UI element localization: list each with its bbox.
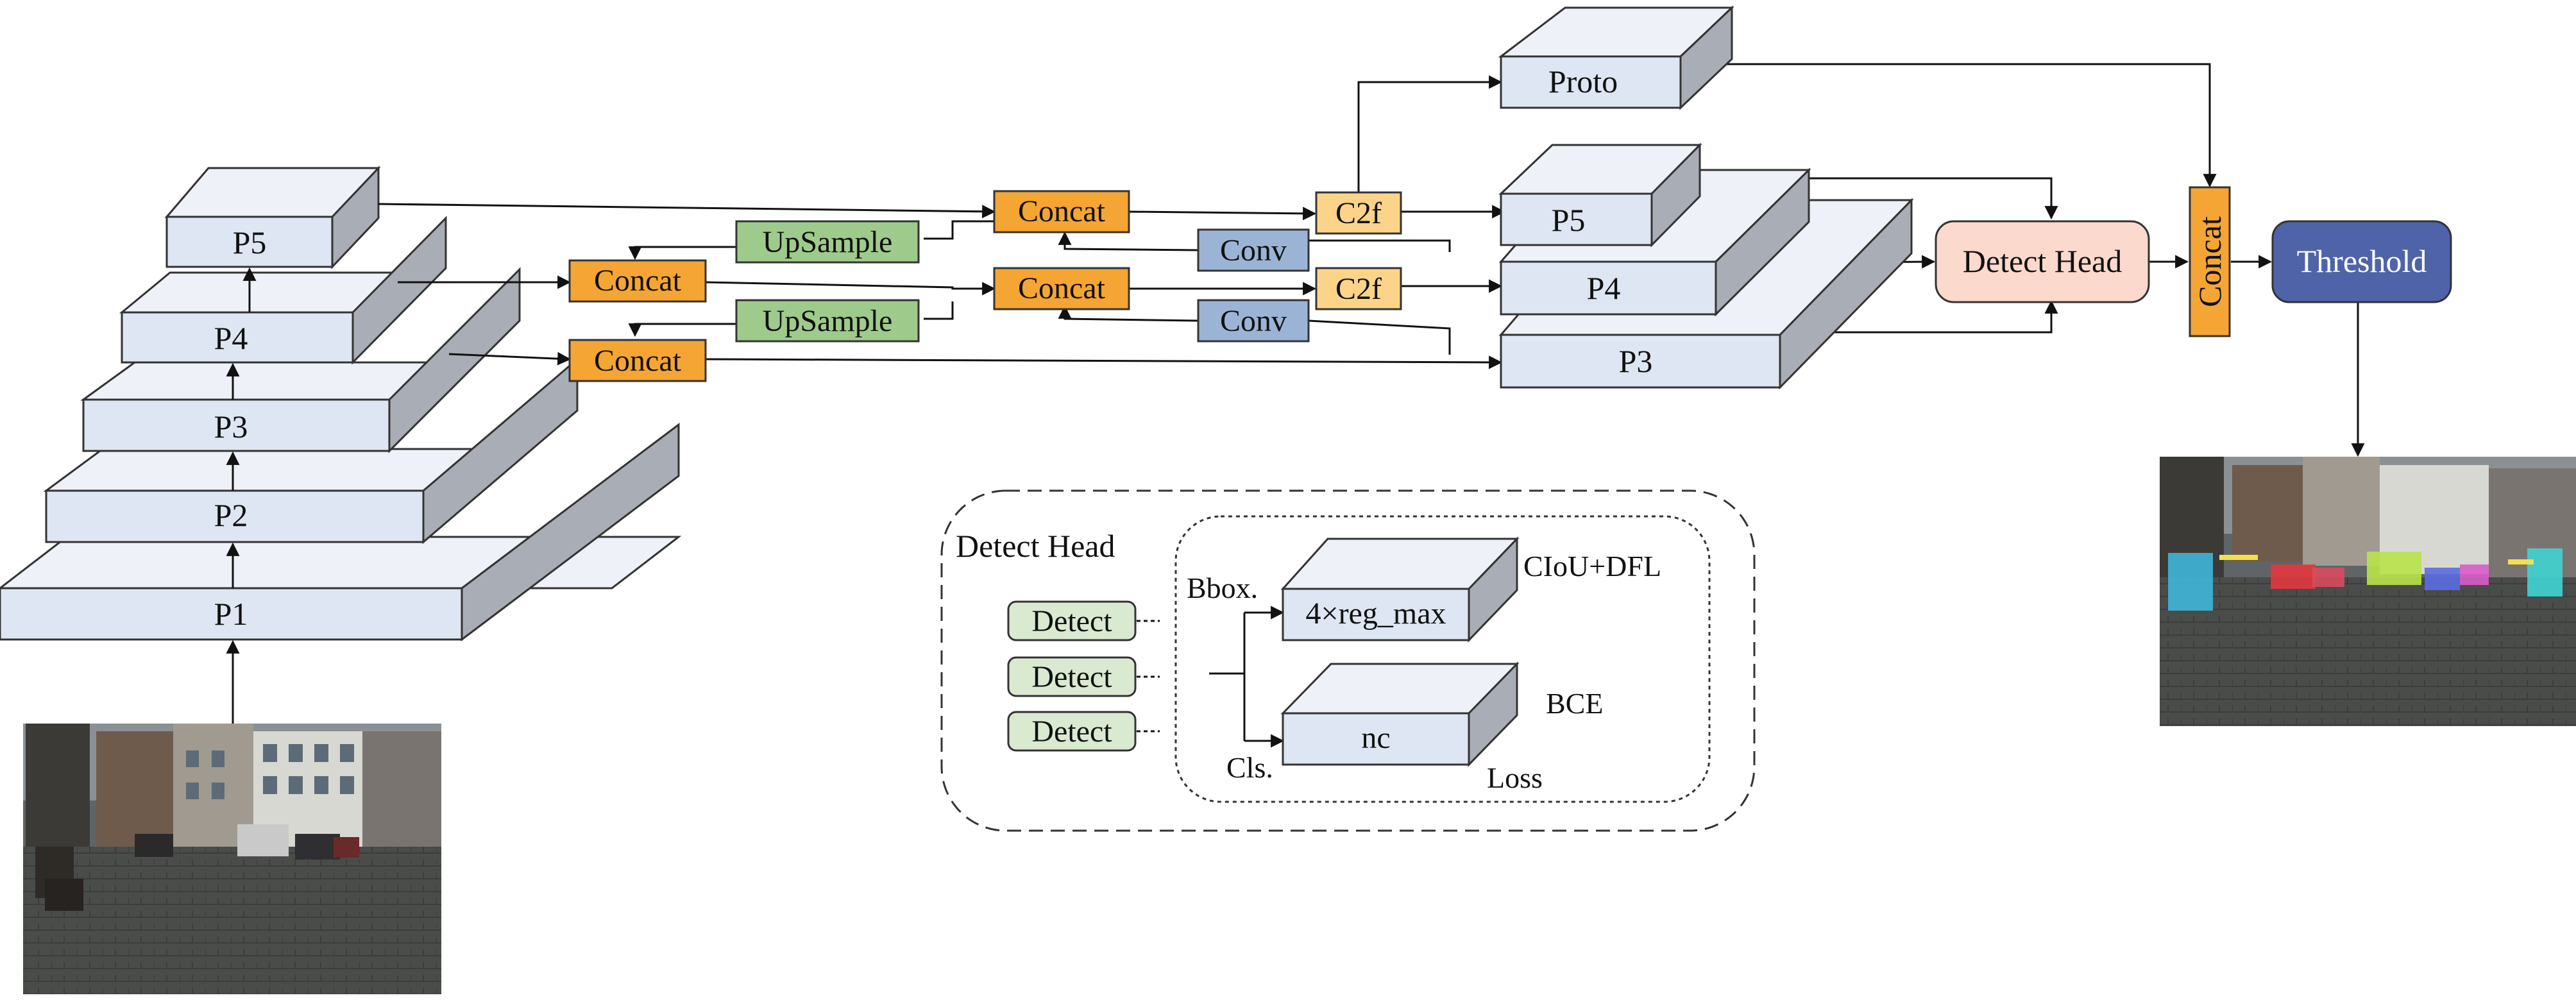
upsample-top: UpSample	[735, 220, 920, 264]
detect-small-1-label: Detect	[1031, 604, 1112, 638]
concat-top-mid-label: Concat	[1018, 194, 1106, 228]
p5-label: P5	[233, 225, 267, 260]
concat-mid-left-label: Concat	[594, 264, 682, 298]
concat-vertical-label: Concat	[2192, 216, 2228, 307]
c2f-bottom: C2f	[1315, 267, 1402, 310]
c2f-top-label: C2f	[1335, 196, 1382, 230]
detail-connectors	[1137, 606, 1285, 748]
head-p4-label: P4	[1587, 270, 1621, 306]
p2-block: P2	[43, 357, 579, 545]
nc-label: nc	[1361, 721, 1390, 755]
reg-max-label: 4×reg_max	[1306, 597, 1446, 631]
p2-label: P2	[214, 497, 248, 533]
concat-bottom-left-label: Concat	[594, 344, 682, 378]
concat-mid-mid-label: Concat	[1018, 271, 1106, 305]
p4-block: P4	[119, 216, 447, 365]
concat-mid-left: Concat	[568, 259, 707, 303]
concat-vertical: Concat	[2189, 186, 2231, 337]
loss-label: Loss	[1487, 761, 1543, 794]
output-segmented-image	[2160, 457, 2576, 726]
p1-label: P1	[214, 596, 248, 632]
p3-block: P3	[80, 267, 521, 453]
bbox-label: Bbox.	[1187, 572, 1258, 604]
c2f-top: C2f	[1315, 191, 1402, 235]
head-p3-label: P3	[1619, 343, 1653, 379]
conv-bottom: Conv	[1197, 299, 1310, 343]
detect-head-label: Detect Head	[1963, 243, 2122, 279]
detect-head-detail-panel: Detect Head Detect Detect Detect Bbox. C…	[940, 489, 1756, 832]
backbone-arrows	[226, 267, 257, 724]
detect-small-2: Detect	[1007, 656, 1137, 697]
reg-max-block: 4×reg_max	[1280, 536, 1520, 643]
threshold-box: Threshold	[2271, 220, 2452, 303]
detect-small-3-label: Detect	[1031, 715, 1112, 749]
head-p5-label: P5	[1552, 202, 1586, 238]
backbone-pyramid: P1 P2 P3 P4 P5	[0, 165, 682, 724]
detail-title: Detect Head	[956, 528, 1115, 564]
upsample-bottom: UpSample	[735, 299, 920, 343]
conv-bottom-label: Conv	[1220, 304, 1287, 338]
neck-connectors	[378, 63, 2365, 457]
p4-label: P4	[214, 320, 248, 356]
nc-block: nc	[1280, 661, 1520, 767]
threshold-label: Threshold	[2297, 243, 2427, 279]
proto-label: Proto	[1548, 64, 1618, 99]
head-p5-block: P5	[1498, 142, 1702, 248]
p3-label: P3	[214, 409, 248, 445]
conv-top: Conv	[1197, 228, 1310, 272]
input-street-image	[23, 724, 441, 994]
c2f-bottom-label: C2f	[1335, 272, 1382, 306]
detect-small-1: Detect	[1007, 600, 1137, 641]
cls-label: Cls.	[1226, 751, 1273, 784]
p1-block: P1	[0, 422, 682, 642]
bce-label: BCE	[1546, 687, 1603, 720]
p5-block: P5	[164, 165, 381, 269]
concat-bottom-left: Concat	[568, 339, 707, 382]
ciou-dfl-label: CIoU+DFL	[1523, 550, 1661, 582]
proto-block: Proto	[1498, 5, 1734, 110]
concat-mid-mid: Concat	[993, 267, 1130, 310]
detect-small-3: Detect	[1007, 711, 1137, 752]
conv-top-label: Conv	[1220, 233, 1287, 267]
detect-head-box: Detect Head	[1935, 220, 2150, 303]
upsample-top-label: UpSample	[763, 225, 893, 259]
detect-small-2-label: Detect	[1031, 660, 1112, 694]
upsample-bottom-label: UpSample	[763, 304, 893, 338]
concat-top-mid: Concat	[993, 190, 1130, 233]
